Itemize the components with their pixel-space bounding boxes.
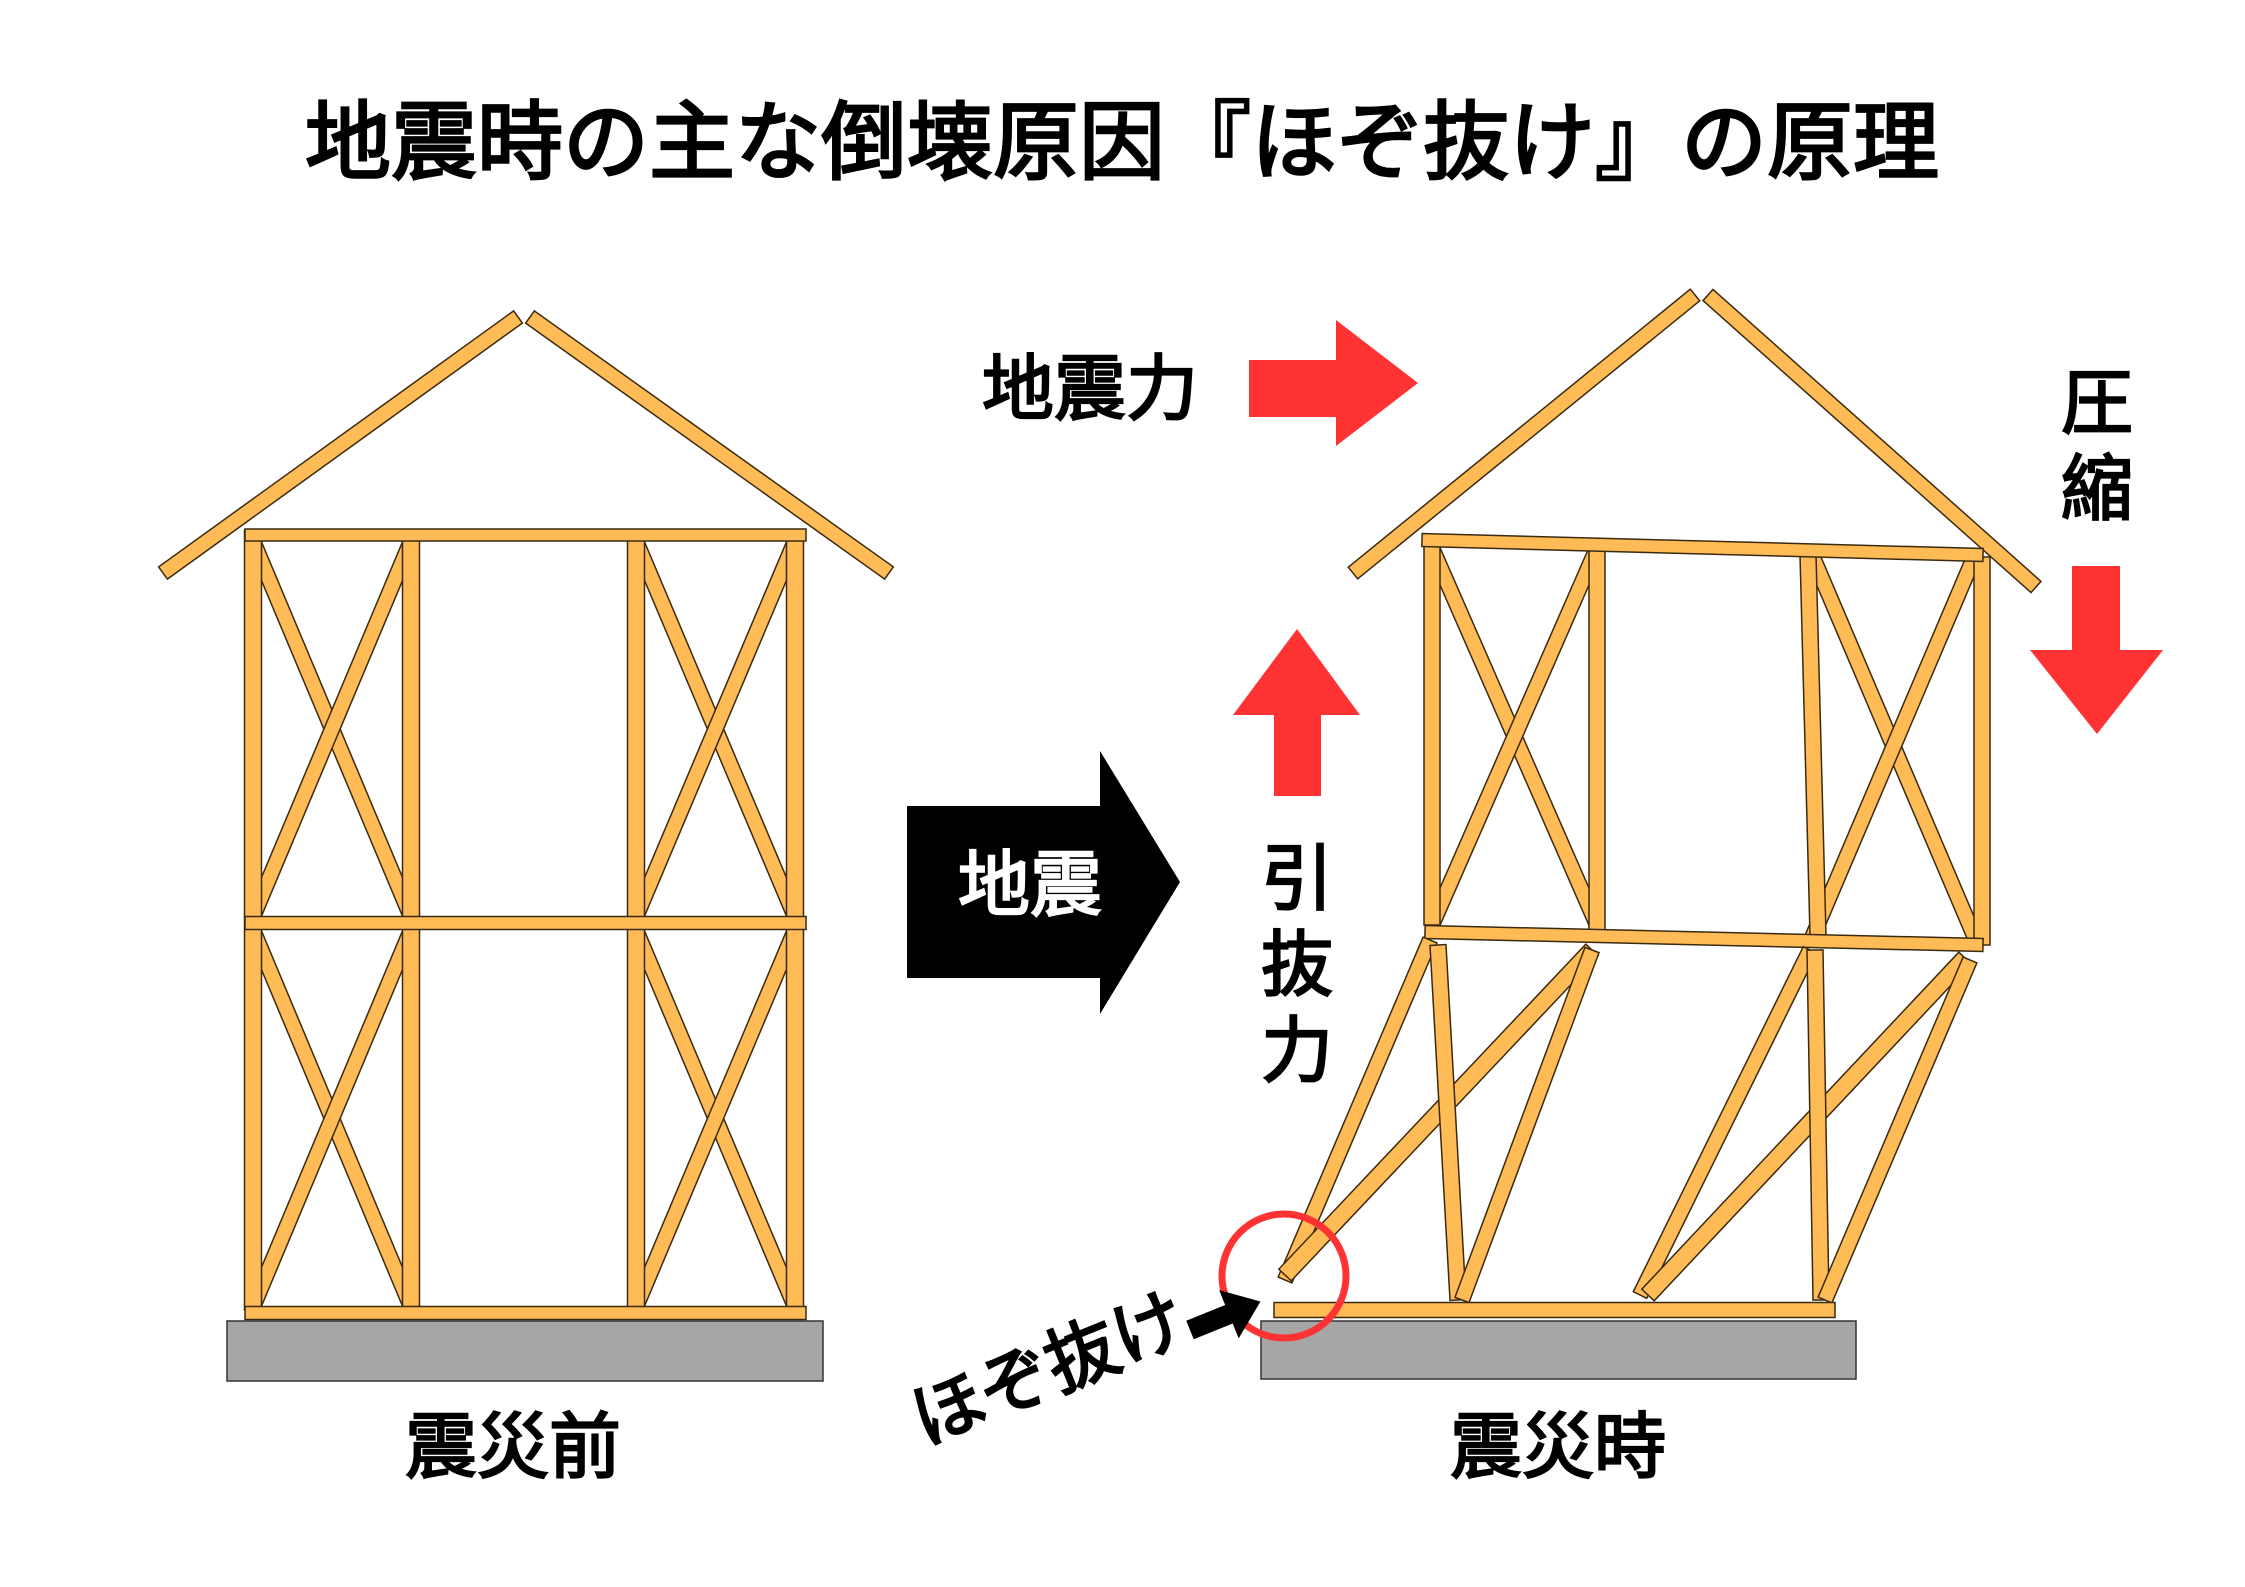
diagonal-brace [1640,951,1973,1302]
tenon-highlight-circle [1218,1210,1350,1342]
seismic-force-arrow-icon [1249,320,1418,446]
pull-out-label-2: 抜 [1261,923,1333,1007]
diagram-title: 地震時の主な倒壊原因『ほぞ抜け』の原理 [305,93,1939,193]
compression-label-2: 縮 [2061,447,2133,531]
seismic-force-label: 地震力 [982,347,1198,431]
pull-out-force-arrow-icon [1233,629,1360,796]
roof-rafter-right [524,309,895,581]
compression-arrow-icon [2030,566,2163,734]
diagonal-brace [1632,945,1818,1300]
foundation [226,1320,824,1382]
floor-beam [244,915,807,931]
top-beam [1421,532,1984,563]
top-beam [244,528,807,542]
post [1817,956,1978,1304]
compression-label-1: 圧 [2061,361,2133,445]
sill [244,1305,807,1321]
earthquake-label: 地震 [958,843,1103,927]
post [1973,556,1991,946]
floor-beam [1424,924,1984,953]
pull-out-label-1: 引 [1261,837,1333,921]
displaced-post [1277,936,1438,1284]
sill [1273,1301,1836,1319]
pull-out-label-3: 力 [1261,1009,1333,1093]
label-after: 震災時 [1450,1405,1666,1489]
label-before: 震災前 [405,1405,621,1489]
roof-rafter-left [1347,288,1701,580]
tenon-pointer-arrow-icon [1186,1290,1261,1340]
roof-rafter-left [157,309,524,581]
tenon-pull-out-label: ほぞ抜け [899,1276,1198,1462]
earthquake-arrow-shape [907,751,1180,1014]
house-before-earthquake [157,309,895,1382]
earthquake-arrow: 地震 [907,751,1180,1014]
diagonal-brace [1454,946,1600,1304]
house-during-earthquake [1260,288,2043,1380]
post [1806,949,1830,1301]
foundation [1260,1320,1857,1380]
post [1588,547,1606,931]
post [1799,554,1827,936]
roof-rafter-right [1701,288,2043,594]
post [1423,541,1441,926]
tenon-label-group: ほぞ抜け [899,1276,1198,1462]
